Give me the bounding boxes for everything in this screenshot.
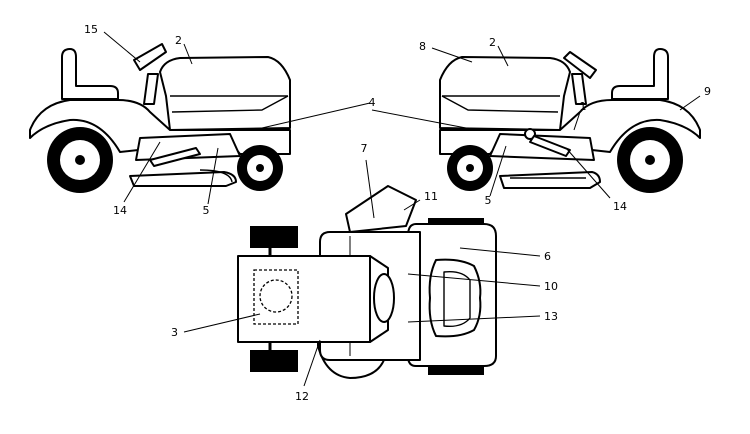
top-seat	[428, 258, 482, 338]
callout-15: 15	[84, 23, 98, 36]
left-tractor-side-view: 15 2 14 5	[29, 23, 371, 217]
callout-9: 9	[704, 85, 711, 98]
callout-4: 4	[369, 96, 376, 109]
top-front-left-tire	[250, 226, 298, 248]
callout-1: 1	[580, 100, 587, 113]
callout-3: 3	[171, 326, 178, 339]
right-hood	[439, 56, 571, 131]
top-discharge-chute	[345, 185, 417, 233]
callout-14-right: 14	[613, 200, 627, 213]
left-frame	[135, 133, 241, 161]
callout-10: 10	[544, 280, 558, 293]
callout-2-right: 2	[489, 36, 496, 49]
tractor-top-view: 7 11 6 10 13 3 12	[171, 142, 558, 403]
top-steering-wheel	[373, 273, 395, 323]
left-mower-deck	[129, 171, 237, 187]
callout-5-left: 5	[203, 204, 210, 217]
top-hood	[237, 255, 371, 343]
left-hood	[159, 56, 291, 131]
callout-14-left: 14	[113, 204, 127, 217]
right-tractor-side-view: 8 2 1 9 5 14	[371, 36, 711, 213]
right-seat	[611, 48, 669, 100]
right-steering-wheel	[563, 51, 597, 79]
left-seat	[61, 48, 119, 100]
callout-2-left: 2	[175, 34, 182, 47]
callout-6: 6	[544, 250, 551, 263]
callout-5-right: 5	[485, 194, 492, 207]
left-steering-column	[143, 73, 159, 105]
callout-11: 11	[424, 190, 438, 203]
callout-12: 12	[295, 390, 309, 403]
callout-7: 7	[361, 142, 368, 155]
callout-13: 13	[544, 310, 558, 323]
left-steering-wheel	[133, 43, 167, 71]
callout-8: 8	[419, 40, 426, 53]
right-mower-deck	[499, 171, 601, 189]
top-front-right-tire	[250, 350, 298, 372]
